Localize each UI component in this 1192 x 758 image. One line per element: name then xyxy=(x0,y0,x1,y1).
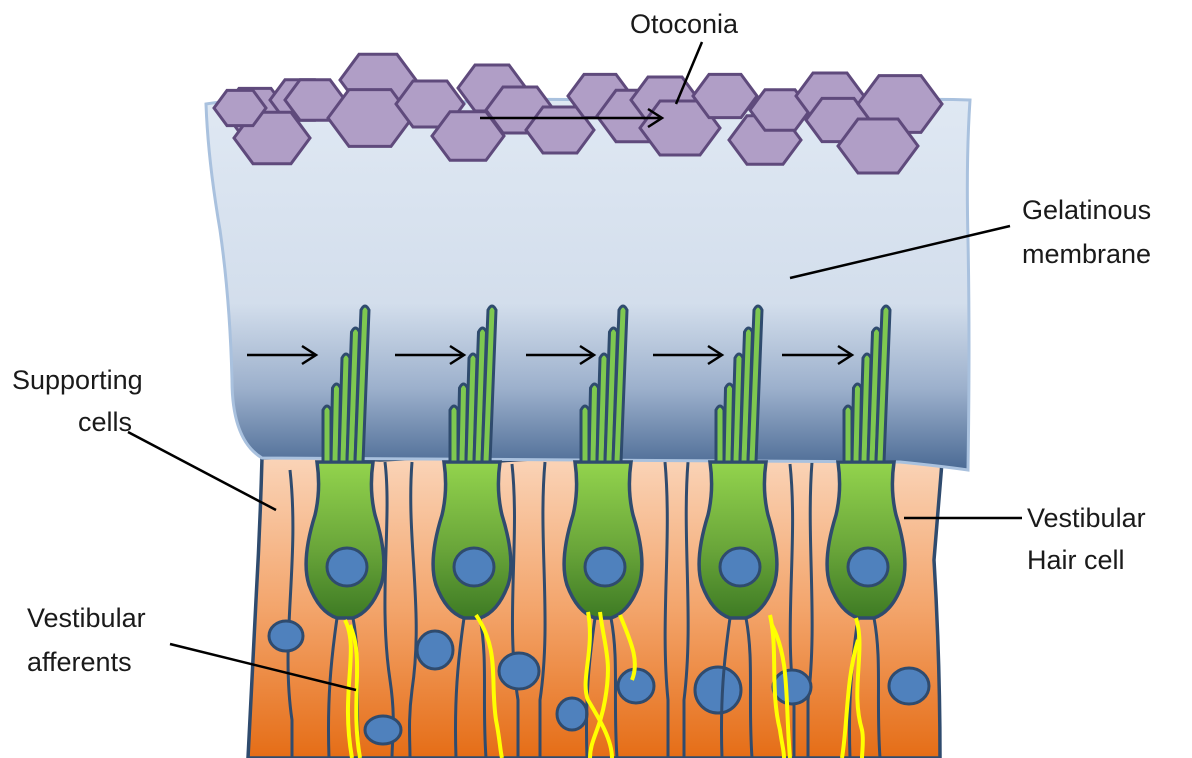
supporting-cells-label-line2: cells xyxy=(78,404,132,440)
hair-cell-nucleus xyxy=(848,548,888,586)
hair-cell-body xyxy=(433,462,511,618)
hair-cell-body xyxy=(827,462,905,618)
hair-cell-body xyxy=(564,462,642,618)
hair-cell-nucleus xyxy=(720,548,760,586)
gelatinous-membrane-label-line2: membrane xyxy=(1022,236,1151,272)
hair-cell-nucleus xyxy=(327,548,367,586)
vestibular-hair-cell-label-line2: Hair cell xyxy=(1027,542,1125,578)
otoconia-label: Otoconia xyxy=(630,6,738,42)
gelatinous-membrane-label-line1: Gelatinous xyxy=(1022,192,1151,228)
hair-cell-nucleus xyxy=(454,548,494,586)
otoconia-crystal xyxy=(214,90,266,125)
hair-cell-body xyxy=(699,462,777,618)
hair-cell-body xyxy=(306,462,384,618)
vestibular-afferents-label-line2: afferents xyxy=(27,644,132,680)
supporting-cells-label-line1: Supporting xyxy=(12,362,143,398)
otoconia-crystal xyxy=(693,74,757,117)
vestibular-hair-cell-label-line1: Vestibular xyxy=(1027,500,1146,536)
vestibular-afferents-label-line1: Vestibular xyxy=(27,600,146,636)
hair-cell-nucleus xyxy=(585,548,625,586)
